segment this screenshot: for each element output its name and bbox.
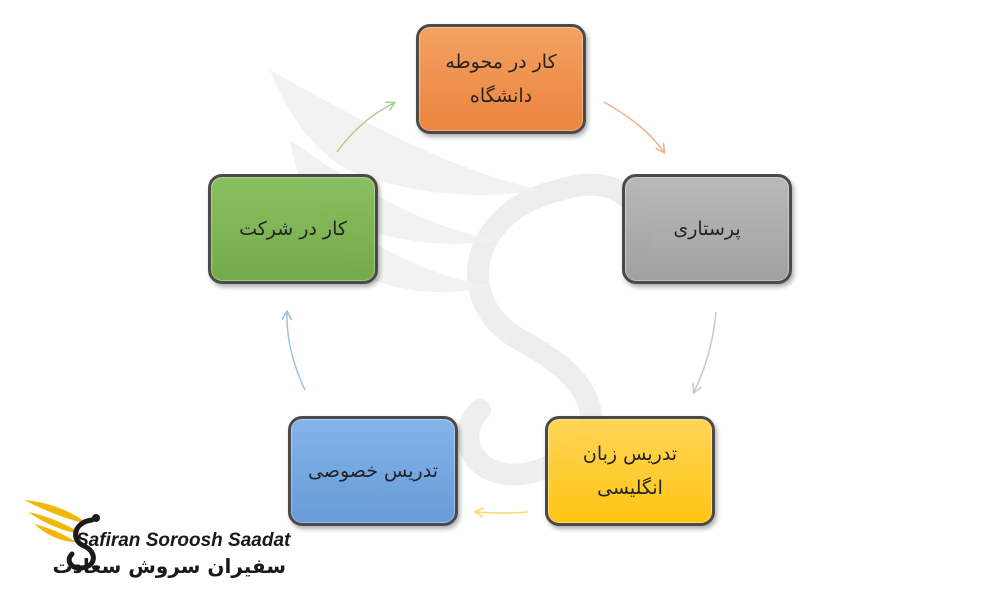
arrow-tutoring-to-company (287, 312, 306, 391)
node-label: پرستاری (673, 218, 741, 240)
node-label: کار در شرکت (239, 218, 347, 240)
node-english-teaching: تدریس زبان انگلیسی (545, 416, 715, 526)
logo-icon (24, 500, 100, 571)
node-private-tutoring: تدریس خصوصی (288, 416, 458, 526)
arrow-nursing-to-english (694, 311, 717, 392)
arrow-company-to-campus (336, 103, 394, 153)
logo-text-persian: سفیران سروش سعادت (52, 554, 287, 578)
arrow-english-to-tutoring (476, 512, 529, 513)
logo-text-english: Safiran Soroosh Saadat (76, 530, 291, 551)
node-label: تدریس زبان انگلیسی (582, 443, 678, 499)
node-company-work: کار در شرکت (208, 174, 378, 284)
node-label: کار در محوطه دانشگاه (445, 51, 557, 107)
node-label: تدریس خصوصی (308, 460, 438, 482)
node-nursing: پرستاری (622, 174, 792, 284)
arrow-campus-to-nursing (603, 101, 664, 152)
node-campus-work: کار در محوطه دانشگاه (416, 24, 586, 134)
